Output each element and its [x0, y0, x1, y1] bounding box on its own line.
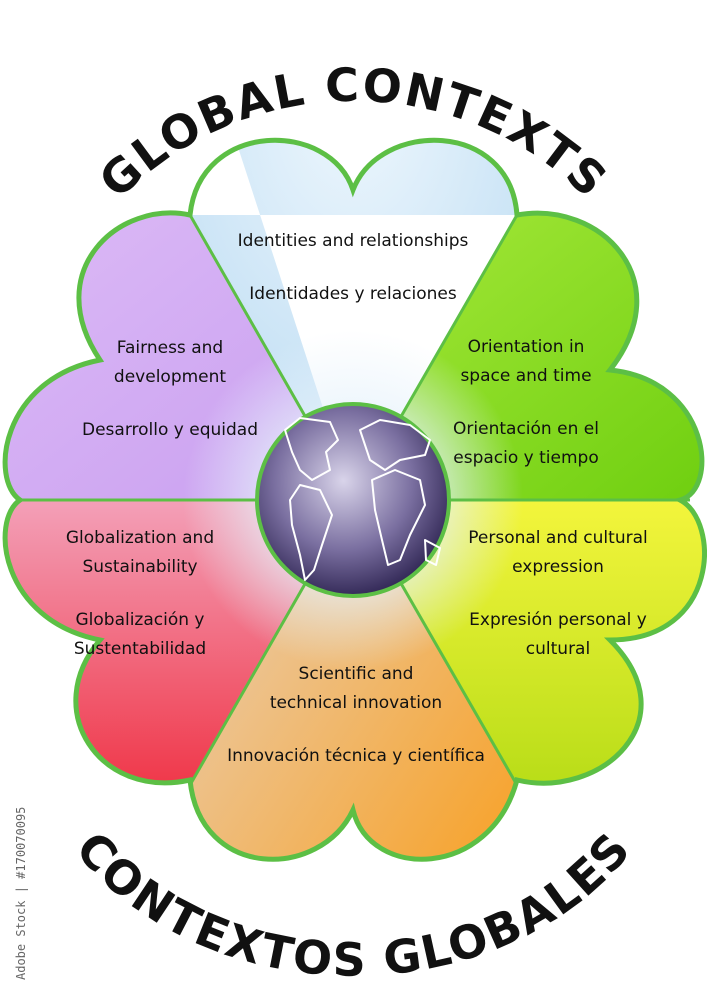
- label-line: Expresión personal y: [469, 610, 647, 630]
- label-line: Identidades y relaciones: [249, 284, 457, 304]
- label-line: Globalización y: [75, 610, 204, 630]
- title-bottom: CONTEXTOS GLOBALES: [65, 821, 641, 986]
- label-line: Innovación técnica y científica: [227, 746, 485, 766]
- label-line: Scientific and: [299, 664, 414, 684]
- label-line: Orientation in: [468, 337, 585, 357]
- globe-icon: [255, 402, 451, 598]
- label-line: technical innovation: [270, 693, 442, 713]
- label-line: Identities and relationships: [238, 231, 469, 251]
- label-line: Sustainability: [82, 557, 197, 577]
- label-line: espacio y tiempo: [453, 448, 598, 468]
- segment-bottom: [190, 500, 517, 860]
- label-line: expression: [512, 557, 604, 577]
- label-line: Desarrollo y equidad: [82, 420, 258, 440]
- stock-watermark-text: Adobe Stock | #170070095: [14, 806, 28, 980]
- label-line: Personal and cultural: [468, 528, 647, 548]
- label-line: cultural: [526, 639, 590, 659]
- label-line: Orientación en el: [453, 419, 599, 439]
- flower-outline: [2, 137, 707, 862]
- label-line: Fairness and: [117, 338, 223, 358]
- label-line: Sustentabilidad: [74, 639, 206, 659]
- label-line: development: [114, 367, 226, 387]
- label-line: Globalization and: [66, 528, 214, 548]
- label-line: space and time: [460, 366, 591, 386]
